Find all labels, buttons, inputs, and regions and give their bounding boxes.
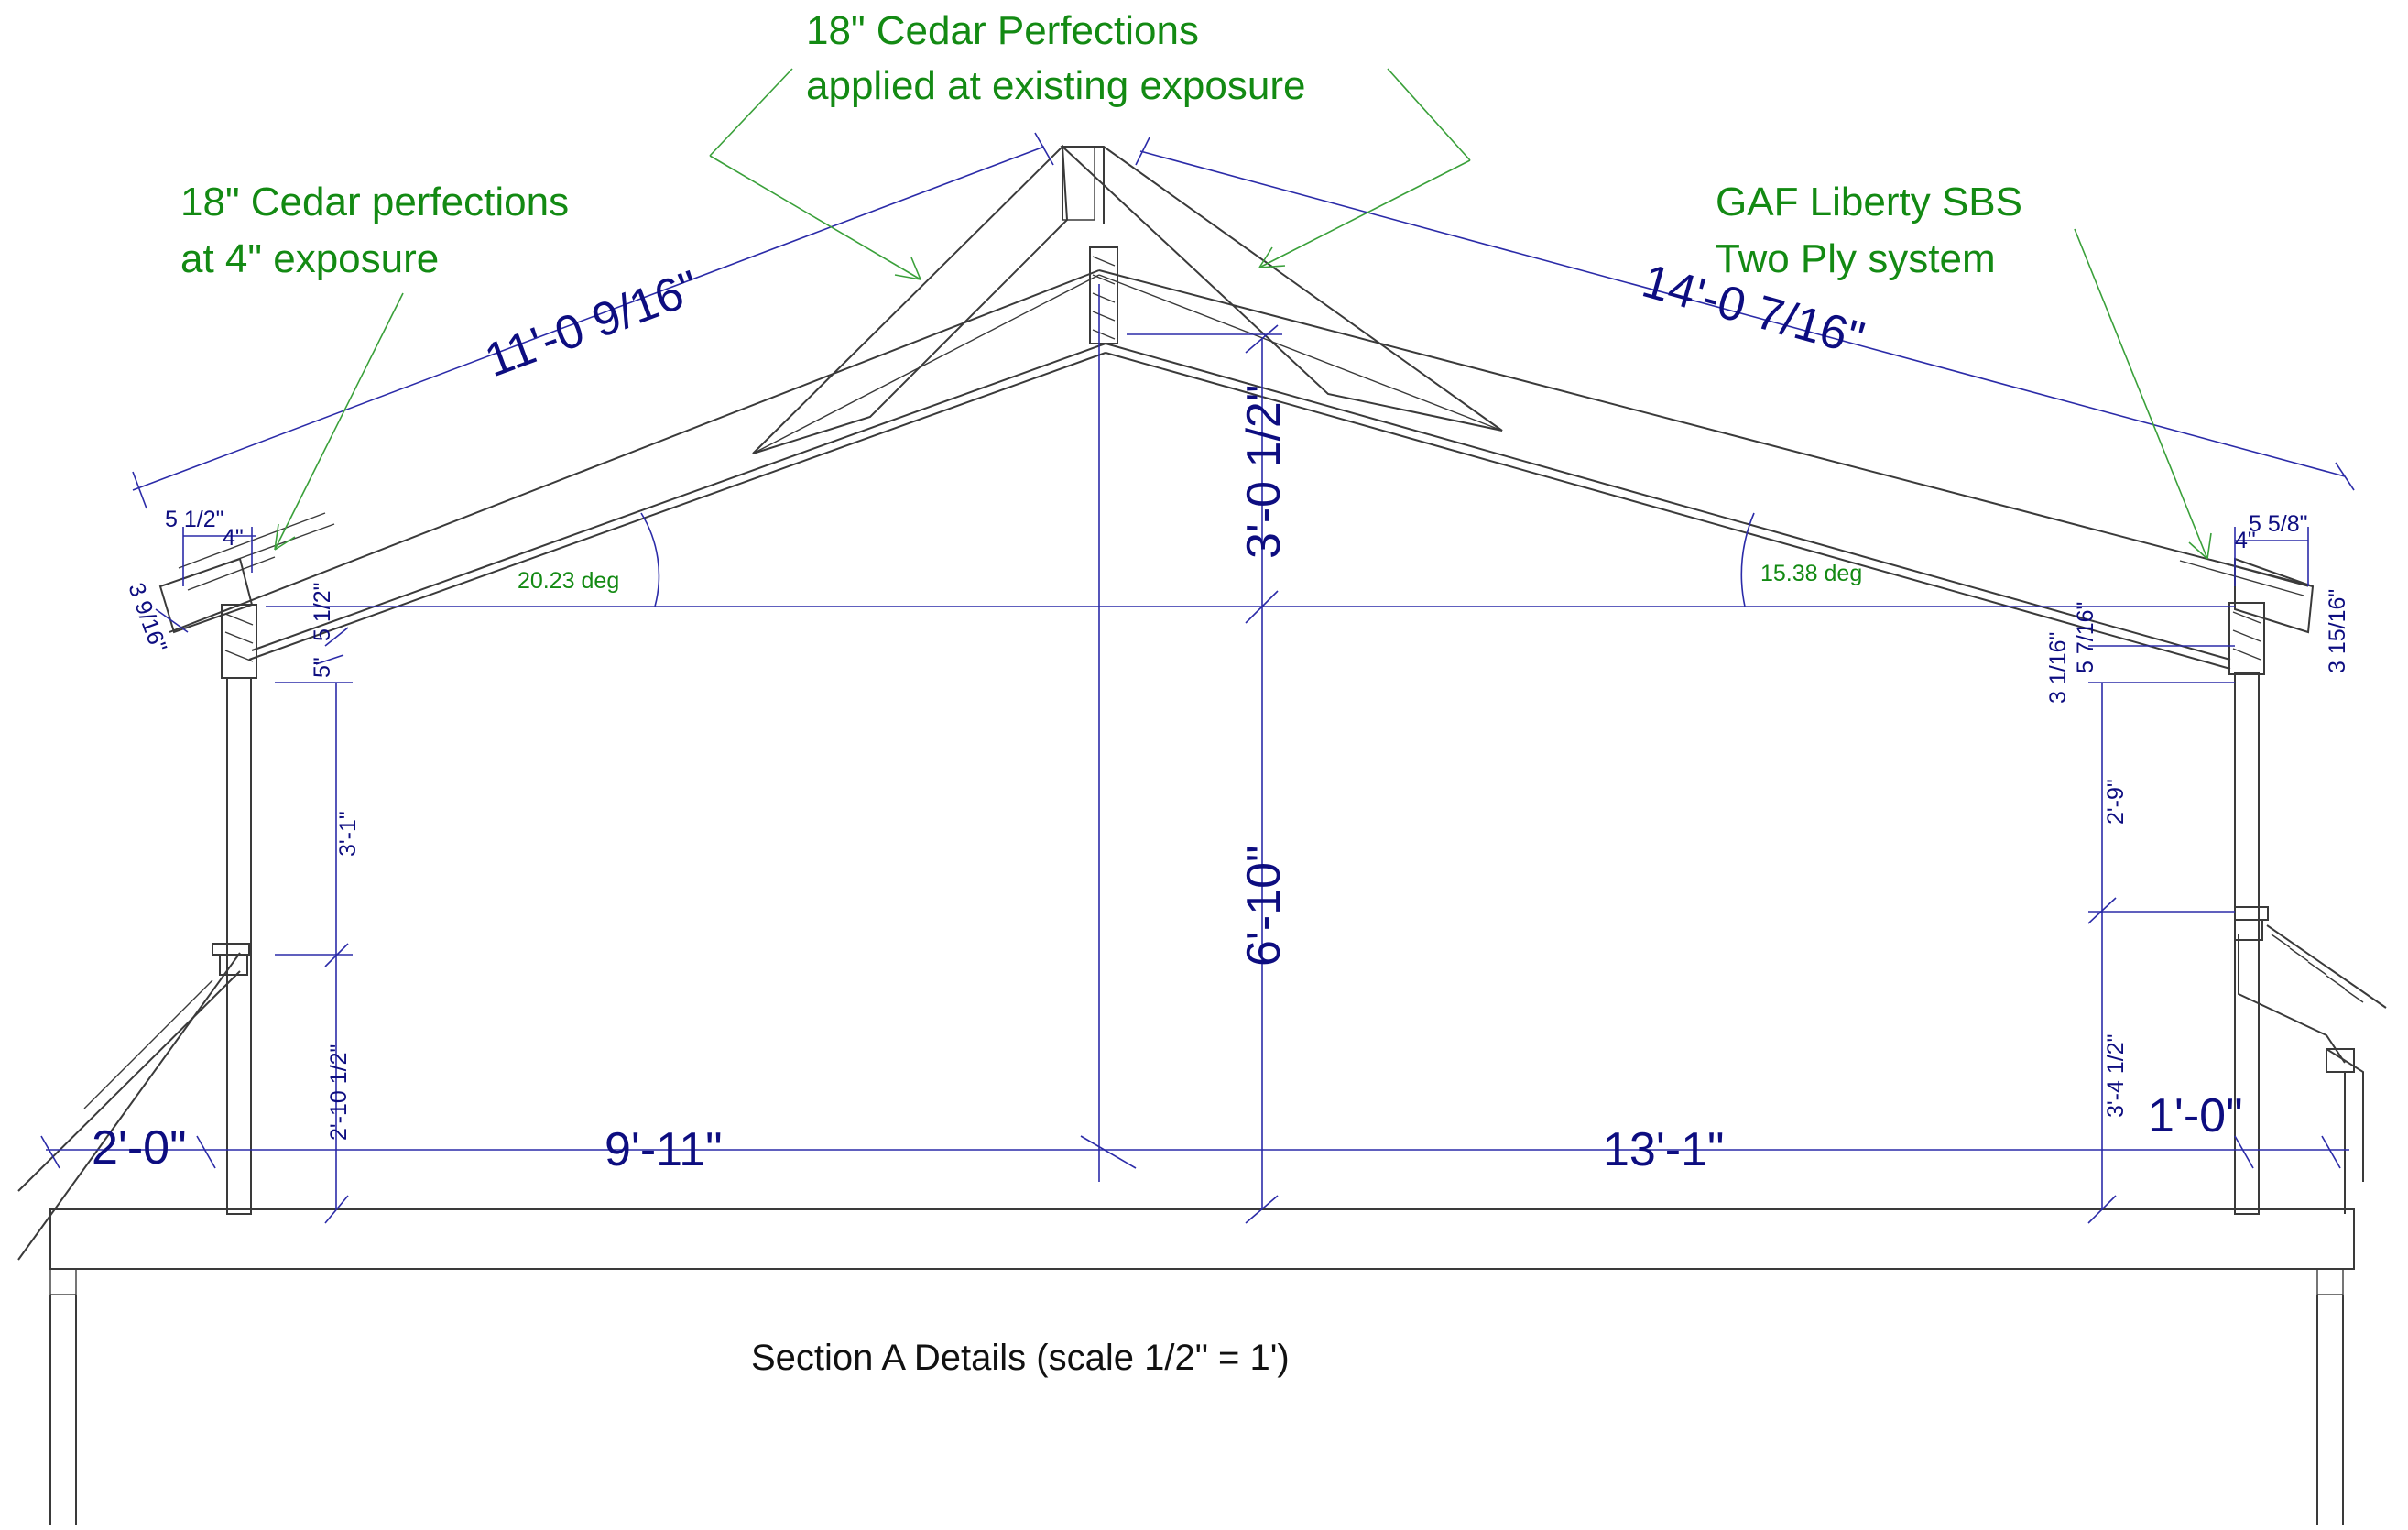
dim-right-upper-wall: 2'-9": [2103, 779, 2129, 825]
dim-left-plate-b: 5": [310, 657, 335, 678]
dim-right-eave-width: 5 5/8": [2249, 511, 2307, 537]
left-wall: [221, 604, 257, 1215]
dim-left-fascia: 3 9/16": [123, 579, 171, 655]
dim-center-height: 6'-10": [1237, 846, 1291, 967]
dim-left-lower-wall: 2'-10 1/2": [326, 1044, 352, 1141]
angle-left: 20.23 deg: [518, 568, 619, 594]
left-lower-roof: [17, 943, 250, 1261]
dim-right-span: 13'-1": [1603, 1123, 1724, 1176]
ridge-note-line2: applied at existing exposure: [806, 63, 1305, 108]
dim-right-plate-b: 3 1/16": [2045, 632, 2071, 704]
dim-ridge-rise: 3'-0 1/2": [1237, 385, 1291, 559]
angle-right: 15.38 deg: [1760, 561, 1862, 586]
dim-right-lower-wall: 3'-4 1/2": [2103, 1034, 2129, 1118]
dim-left-plate-a: 5 1/2": [310, 583, 335, 641]
dim-right-exposure: 4": [2235, 528, 2256, 553]
dim-left-span: 9'-11": [605, 1123, 723, 1176]
drawing-title: Section A Details (scale 1/2" = 1'): [751, 1338, 1290, 1378]
left-eave-note-line2: at 4" exposure: [180, 236, 439, 281]
floor-structure: [49, 1208, 2355, 1525]
leader-lines: [274, 68, 2212, 560]
roof-framing: [158, 144, 2315, 670]
right-eave-note-line1: GAF Liberty SBS: [1716, 180, 2022, 224]
ridge-note-line1: 18" Cedar Perfections: [806, 8, 1199, 53]
left-eave-note-line1: 18" Cedar perfections: [180, 180, 569, 224]
dim-right-fascia: 3 15/16": [2325, 589, 2350, 673]
right-eave-note-line2: Two Ply system: [1716, 236, 1996, 281]
dim-right-overhang: 1'-0": [2148, 1089, 2243, 1142]
dim-left-upper-wall: 3'-1": [335, 811, 361, 857]
dimension-lines: [40, 132, 2355, 1224]
right-wall: [2228, 602, 2265, 1215]
right-lower-roof: [2234, 906, 2387, 1214]
dim-left-exposure: 4": [223, 525, 244, 551]
dim-right-plate-a: 5 7/16": [2073, 602, 2098, 673]
dim-left-eave-width: 5 1/2": [165, 507, 223, 532]
dim-left-slope: 11'-0 9/16": [478, 260, 706, 388]
dim-left-overhang: 2'-0": [92, 1121, 187, 1175]
